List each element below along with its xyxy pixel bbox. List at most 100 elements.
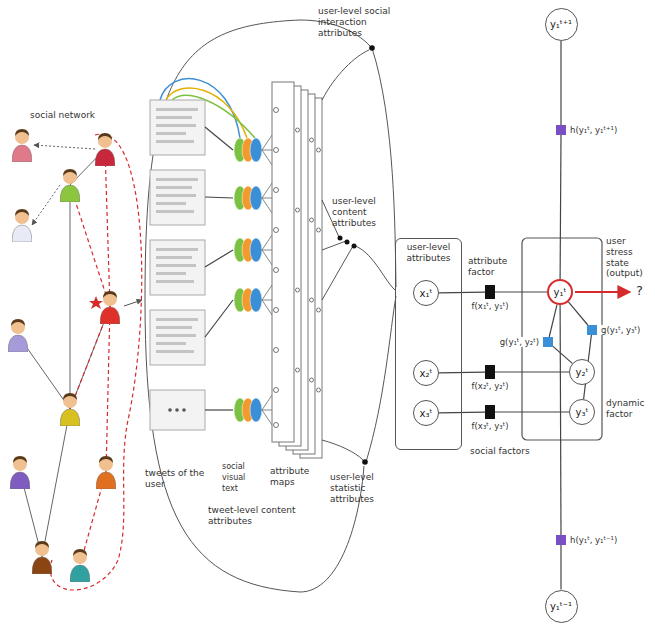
variable-label: x₂ᵗ bbox=[420, 368, 433, 379]
person-icons bbox=[12, 129, 32, 162]
annotation-label: social network bbox=[30, 110, 120, 121]
annotation-label: tweets of the user bbox=[145, 468, 217, 490]
variable-label: y₂ᵗ bbox=[576, 367, 589, 378]
attribute-panel: user-level attributes x₁ᵗ x₂ᵗ x₃ᵗ bbox=[395, 238, 462, 450]
attribute-outputs bbox=[322, 50, 369, 100]
tweet-attribute-ovals bbox=[250, 288, 262, 312]
annotation-label: social bbox=[222, 462, 262, 472]
social-links bbox=[106, 307, 110, 472]
panel-heading: user-level attributes bbox=[396, 239, 461, 264]
tweet-cards bbox=[150, 310, 205, 365]
tweet-cards bbox=[156, 342, 186, 345]
attribute-outputs bbox=[362, 459, 368, 465]
variable-circle: y₁ᵗ⁻¹ bbox=[545, 590, 578, 623]
variable-label: y₁ᵗ⁺¹ bbox=[550, 19, 572, 30]
tweet-cards bbox=[150, 390, 205, 430]
oval-to-map-wires bbox=[262, 300, 272, 301]
output-arrow bbox=[575, 291, 630, 293]
factor-link bbox=[439, 292, 485, 294]
attribute-maps bbox=[272, 82, 294, 442]
tweet-cards bbox=[156, 210, 194, 213]
attribute-maps bbox=[274, 228, 279, 233]
social-links bbox=[34, 145, 95, 149]
oval-to-map-wires bbox=[262, 150, 272, 165]
factor-label: f(x₃ᵗ, y₃ᵗ) bbox=[471, 421, 510, 431]
social-links bbox=[50, 134, 141, 590]
oval-to-map-wires bbox=[262, 135, 272, 425]
person-icons bbox=[95, 133, 115, 166]
factor-label: f(x₁ᵗ, y₁ᵗ) bbox=[471, 301, 510, 311]
annotation-label: dynamic factor bbox=[606, 398, 652, 420]
tweet-cards bbox=[205, 197, 233, 198]
tweet-cards bbox=[156, 132, 186, 135]
attribute-outputs bbox=[366, 296, 396, 462]
person-icons bbox=[8, 129, 120, 582]
attribute-maps bbox=[274, 108, 279, 113]
attribute-outputs bbox=[322, 241, 346, 250]
oval-to-map-wires bbox=[262, 150, 272, 151]
tweet-cards bbox=[156, 202, 186, 205]
attribute-maps bbox=[274, 388, 279, 393]
tweet-cards bbox=[156, 140, 194, 143]
person-icons bbox=[96, 456, 116, 489]
oval-to-map-wires bbox=[262, 250, 272, 265]
variable-circle: y₂ᵗ bbox=[569, 359, 595, 385]
annotation-label: user stress state (output) bbox=[606, 236, 652, 279]
attribute-maps bbox=[296, 368, 300, 372]
tweet-cards bbox=[205, 409, 233, 410]
attribute-maps bbox=[310, 218, 314, 222]
tweet-cards bbox=[150, 100, 205, 155]
attribute-outputs bbox=[338, 236, 343, 241]
attribute-outputs bbox=[322, 440, 363, 460]
variable-circle: x₁ᵗ bbox=[413, 280, 439, 306]
attribute-maps bbox=[310, 138, 314, 142]
person-icons bbox=[8, 319, 28, 352]
social-links bbox=[70, 185, 110, 307]
variable-label: y₁ᵗ⁻¹ bbox=[550, 601, 572, 612]
attribute-outputs bbox=[352, 244, 357, 249]
tweet-cards bbox=[156, 116, 192, 119]
tweet-cards bbox=[156, 108, 198, 353]
tweet-cards bbox=[156, 186, 192, 189]
annotation-label: tweet-level content attributes bbox=[208, 505, 308, 527]
variable-circle: x₂ᵗ bbox=[413, 360, 439, 386]
variable-circle: y₁ᵗ⁺¹ bbox=[545, 8, 578, 41]
tweet-cards bbox=[205, 250, 233, 267]
tweet-cards bbox=[150, 170, 205, 225]
factor-link bbox=[559, 135, 561, 279]
factor-link bbox=[439, 412, 485, 414]
factor-link bbox=[495, 371, 569, 372]
tweet-attribute-ovals bbox=[250, 138, 262, 162]
factor-link bbox=[560, 41, 561, 126]
person-icons bbox=[10, 456, 30, 489]
annotation-label: user-level statistic attributes bbox=[330, 472, 402, 504]
annotation-label: attribute factor bbox=[468, 256, 520, 278]
factor-label: g(y₁ᵗ, y₂ᵗ) bbox=[499, 337, 540, 347]
tweet-cards bbox=[156, 272, 186, 275]
tweet-cards bbox=[205, 300, 233, 337]
attribute-maps bbox=[274, 308, 279, 313]
annotation-label: text bbox=[222, 484, 262, 494]
tweet-cards bbox=[150, 79, 255, 430]
factor-link bbox=[559, 305, 561, 535]
attribute-maps bbox=[296, 128, 300, 132]
attribute-maps bbox=[274, 148, 279, 153]
tweet-cards bbox=[156, 264, 196, 267]
oval-to-map-wires bbox=[262, 235, 272, 250]
tweet-cards bbox=[168, 408, 172, 412]
variable-circle: x₃ᵗ bbox=[413, 400, 439, 426]
attribute-maps bbox=[317, 228, 321, 232]
social-links bbox=[124, 300, 142, 306]
social-links bbox=[32, 185, 60, 225]
oval-to-map-wires bbox=[262, 395, 272, 410]
tweet-cards bbox=[175, 408, 179, 412]
attribute-outputs bbox=[322, 45, 396, 465]
attribute-maps bbox=[296, 208, 300, 212]
person-icons bbox=[100, 291, 120, 324]
factor-link bbox=[495, 411, 569, 412]
tweet-attribute-ovals bbox=[250, 186, 262, 210]
attribute-outputs bbox=[356, 246, 396, 291]
attribute-outputs bbox=[372, 48, 396, 287]
factor-square: f(x₁ᵗ, y₁ᵗ) bbox=[485, 285, 495, 299]
bracket bbox=[145, 20, 370, 592]
